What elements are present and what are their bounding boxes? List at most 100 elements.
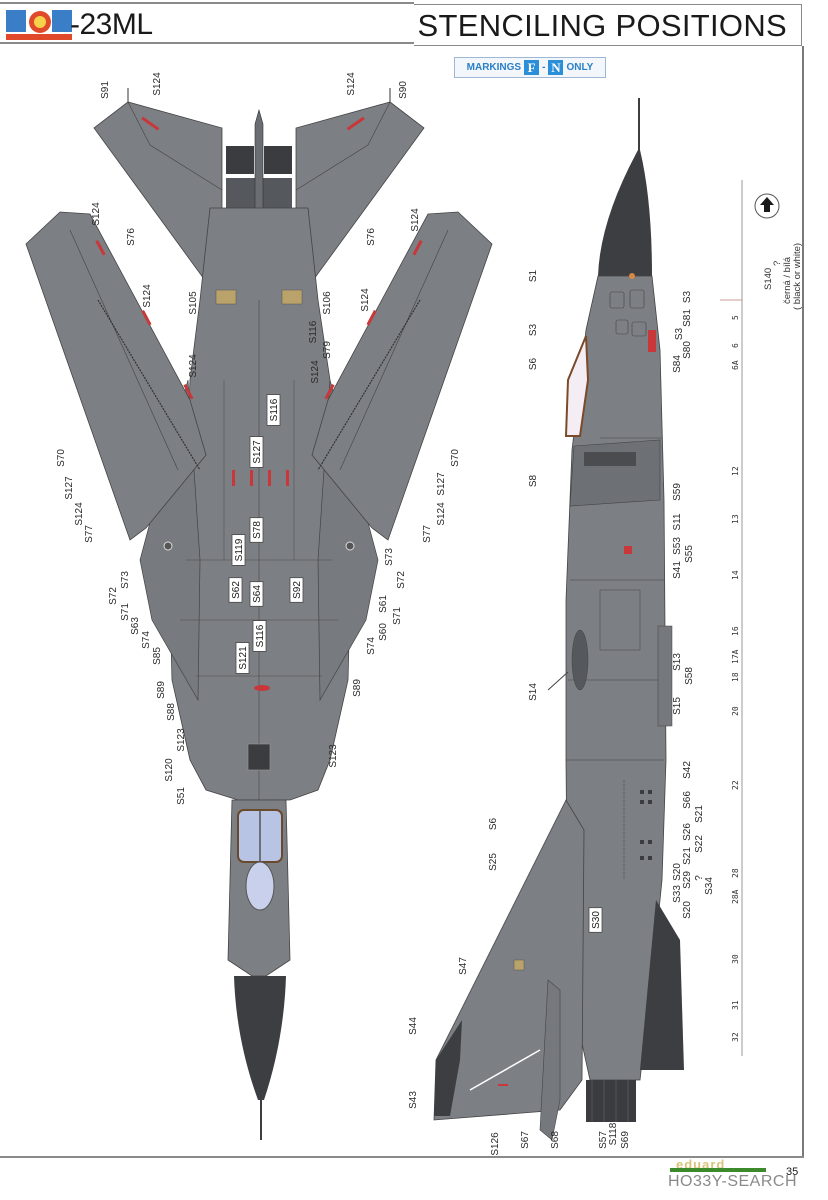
callout-label: S55 [684,545,695,563]
marking-separator: - [542,62,546,73]
station-28: 28 [731,868,740,878]
callout-label: S116 [308,320,319,343]
callout-label: S71 [120,603,131,621]
landing-light-panel [247,743,271,771]
station-16: 16 [731,626,740,636]
left-wing [25,211,207,541]
stencil-marks [95,116,423,486]
station-28a: 28A [731,889,740,904]
colour-english: ( black or white) [792,243,803,310]
callout-label: S124 [91,202,102,226]
callout-label: S89 [352,679,363,697]
callout-label: S15 [672,697,683,715]
svg-text:S121: S121 [238,646,249,670]
hobbysearch-watermark: HO33Y-SEARCH [668,1173,797,1191]
callout-label: S29 [682,871,693,889]
right-wing [311,211,493,541]
callout-label: S8 [528,474,539,487]
callout-label: S21 [682,847,693,865]
station-14: 14 [731,570,740,580]
callout-label: S57 [598,1131,609,1149]
svg-text:S127: S127 [252,440,263,464]
callout-label: S6 [488,817,499,830]
callout-label: S124 [346,72,357,96]
markings-prefix: MARKINGS [466,62,522,73]
canopy-rear [245,861,275,911]
markings-applicability-badge: MARKINGS F - N ONLY [454,57,606,78]
callout-label: S58 [684,667,695,685]
intake-grille [584,452,636,466]
callout-label: S1 [528,269,539,282]
boxed-callout-label: S30 [588,907,603,933]
station-22: 22 [731,780,740,790]
callout-label: S47 [458,957,469,975]
callout-label: S124 [436,502,447,526]
svg-text:S116: S116 [255,624,266,647]
colour-note-s140: S140 ? černá / bílá ( black or white) [754,193,803,310]
callout-label: S89 [156,681,167,699]
callout-label: S85 [152,647,163,665]
boxed-callout-label: S78 [249,517,264,543]
callout-label: S73 [120,571,131,589]
svg-text:S119: S119 [234,538,245,561]
callout-label: S77 [84,525,95,543]
callout-label: S26 [682,823,693,841]
exhaust-nozzle-right [264,146,292,174]
side-nose-radome [598,150,652,276]
callout-label: S77 [422,525,433,543]
callout-label: S74 [366,637,377,655]
callout-label: S22 [694,835,705,853]
callout-label: S90 [398,81,409,99]
callout-label: S41 [672,561,683,579]
side-boxed-callouts: S30 [588,907,603,933]
callout-label: S124 [74,502,85,526]
callout-label: S70 [450,449,461,467]
svg-text:S64: S64 [252,585,263,603]
callout-label: S71 [392,607,403,625]
callout-label: S123 [176,728,187,752]
callout-label: S84 [672,355,683,373]
callout-label: S3 [674,327,685,340]
callout-label: S105 [188,291,199,315]
callout-label: S59 [672,483,683,501]
boxed-callout-label: S92 [289,577,304,603]
colour-code: S140 [763,268,774,290]
callout-label: S51 [176,787,187,805]
eduard-brand-bar [670,1168,766,1172]
callout-label: S3 [528,323,539,336]
gaoshou-logo-icon [6,10,72,40]
callout-label: S123 [328,744,339,768]
callout-label: S79 [322,341,333,359]
boxed-callout-label: S127 [249,436,264,468]
page-number: 35 [786,1166,799,1178]
boxed-callout-label: S119 [231,534,246,566]
callout-label: S11 [672,513,683,530]
callout-label: S63 [130,617,141,635]
callout-label: S20 [672,863,683,881]
side-tailplane [539,979,561,1141]
callout-label: S124 [360,288,371,312]
frame-station-ruler: 5 6 6A 12 13 14 16 17A 18 20 22 28 28A 3… [720,180,743,1056]
boxed-callout-label: S64 [249,581,264,607]
callout-label: S76 [366,228,377,246]
exhaust-nozzle-left [226,146,254,174]
callout-label: S91 [100,81,111,99]
station-5: 5 [731,315,740,320]
callout-label: S13 [672,653,683,671]
ventral-fin-dark [640,900,684,1070]
callout-label: S118 [608,1122,619,1145]
station-13: 13 [731,514,740,524]
marking-from-letter: F [524,60,540,75]
callout-label: S70 [56,449,67,467]
model-name: -23ML [70,8,153,41]
svg-text:S116: S116 [269,398,280,421]
callout-label: S72 [396,571,407,589]
station-20: 20 [731,706,740,716]
svg-text:S92: S92 [292,581,303,599]
callout-label: S67 [520,1131,531,1149]
svg-text:S78: S78 [252,521,263,539]
